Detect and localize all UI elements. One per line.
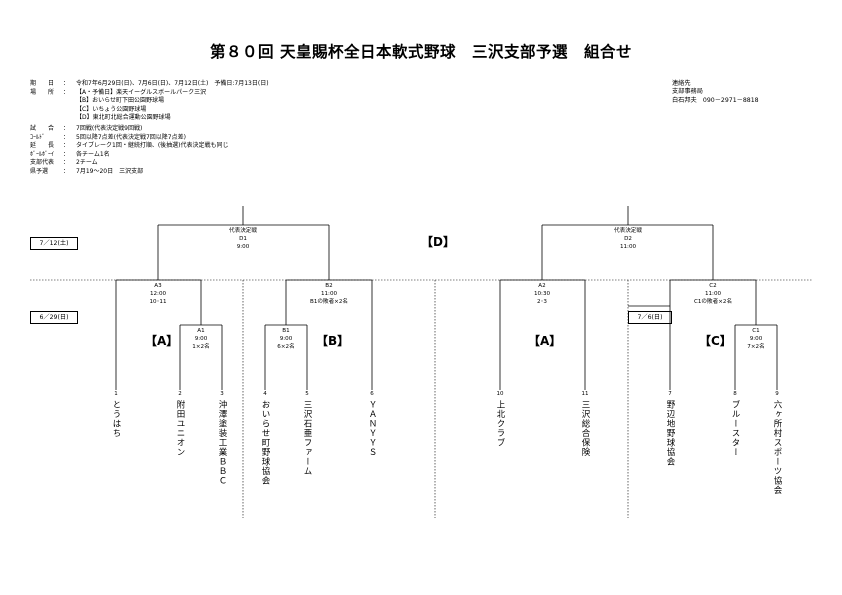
info-row: 試 合：7回戦(代表決定戦9回戦) — [30, 125, 143, 132]
contact-label: 連絡先 — [672, 80, 691, 87]
team-number: 11 — [581, 391, 589, 397]
contact-person: 白石邦夫 090－2971－8818 — [672, 96, 759, 104]
date-label-round1: 6／29(日) — [30, 311, 78, 324]
team-name: 六ヶ所村スポーツ協会 — [772, 400, 782, 495]
team-number: 7 — [668, 391, 672, 397]
event-info: 期 日：令和7年6月29日(日)、7月6日(日)、7月12日(土) 予備日:7月… — [30, 80, 430, 180]
group-label-d: 【D】 — [421, 235, 455, 249]
date-label-round2: 7／6(日) — [628, 311, 672, 324]
team-name: ブルースター — [730, 400, 740, 457]
team-name: 三沢総合保険 — [580, 400, 590, 457]
team-name: おいらせ町野球協会 — [260, 400, 270, 486]
contact-office: 支部事務局 — [672, 88, 703, 96]
info-row: 期 日：令和7年6月29日(日)、7月6日(日)、7月12日(土) 予備日:7月… — [30, 80, 269, 87]
info-row: 県予選：7月19～20日 三沢支部 — [30, 167, 144, 175]
team-name: 附田ユニオン — [175, 400, 185, 457]
info-row: 【D】東北町北総合運動公園野球場 — [76, 114, 171, 121]
team-name: ＹＡＮＹＹＳ — [367, 400, 377, 457]
info-row: ｺｰﾙﾄﾞ：5回以降7点差(代表決定戦7回以降7点差) — [30, 133, 186, 141]
team-number: 6 — [370, 391, 374, 397]
contact-info: 連絡先 支部事務局 白石邦夫 090－2971－8818 — [672, 80, 812, 105]
team-name: 三沢石亜ファーム — [302, 400, 312, 476]
team-number: 1 — [114, 391, 118, 397]
team-number: 3 — [220, 391, 224, 397]
group-label-c: 【C】 — [699, 334, 732, 348]
group-label-b: 【B】 — [316, 334, 350, 348]
team-number: 9 — [775, 391, 779, 397]
team-number: 8 — [733, 391, 737, 397]
team-number: 5 — [305, 391, 309, 397]
team-name: 沖澤塗装工業ＢＢＣ — [217, 400, 227, 486]
team-name: 野辺地野球協会 — [665, 400, 675, 467]
info-row: 場 所：【A・予備日】楽天イーグルスボールパーク三沢 — [30, 88, 207, 96]
team-name: 上北クラブ — [495, 400, 505, 448]
group-label-a-left: 【A】 — [145, 334, 179, 348]
team-number: 4 — [263, 391, 267, 397]
info-row: 延 長：タイブレーク1回・継続打順、(後抽選)代表決定戦も同じ — [30, 142, 229, 149]
info-row: ﾎﾞｰﾙﾎﾞｰｲ：各チーム1名 — [30, 150, 110, 158]
info-row: 支部代表：2チーム — [30, 159, 98, 166]
team-number: 2 — [178, 391, 182, 397]
info-row: 【C】いちょう公園野球場 — [76, 105, 147, 113]
page-title: 第８０回 天皇賜杯全日本軟式野球 三沢支部予選 組合せ — [210, 43, 632, 61]
info-row: 【B】おいらせ町下田公園野球場 — [76, 97, 164, 104]
team-number: 10 — [496, 391, 504, 397]
date-label-final: 7／12(土) — [30, 237, 78, 250]
group-label-a-right: 【A】 — [528, 334, 562, 348]
team-name: とうはち — [111, 400, 121, 438]
